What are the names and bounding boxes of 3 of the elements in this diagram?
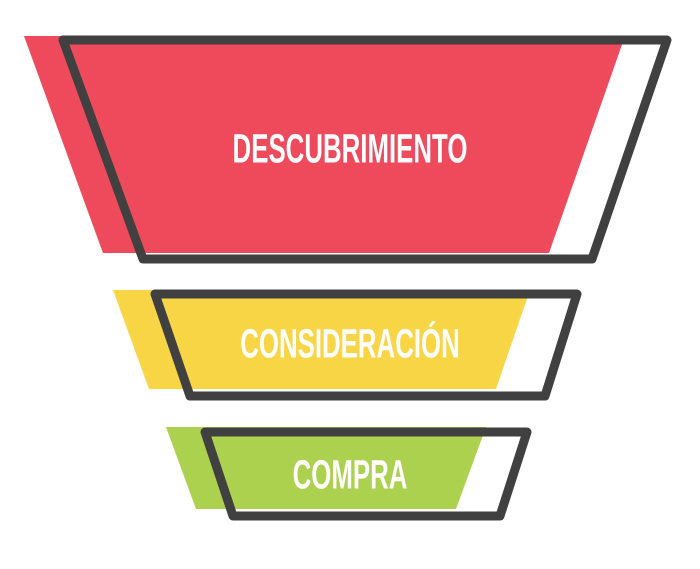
- stage-label: CONSIDERACIÓN: [240, 324, 460, 364]
- stage-label: DESCUBRIMIENTO: [232, 128, 468, 170]
- stage-label: COMPRA: [292, 454, 408, 496]
